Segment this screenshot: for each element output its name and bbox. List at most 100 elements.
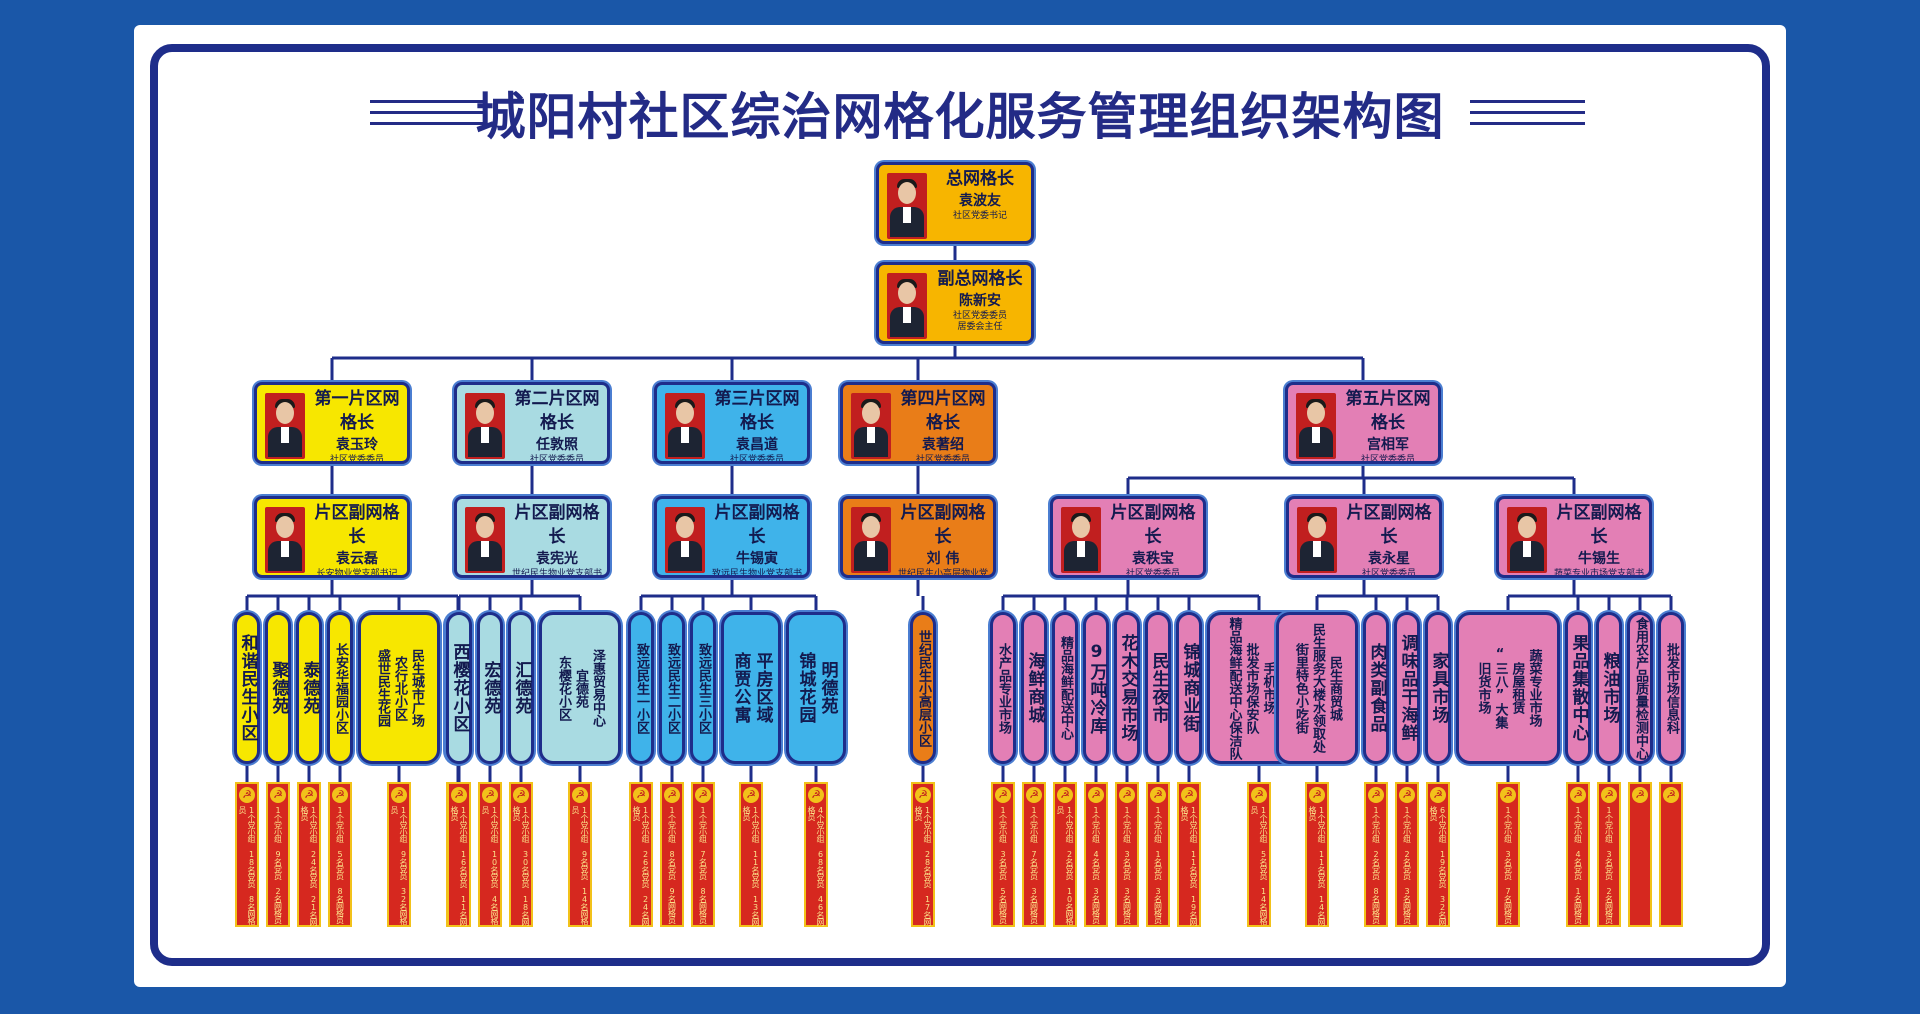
- grid-unit: 平房区域商贾公寓: [721, 612, 781, 764]
- party-group-stats: 1个党小组 5名党员 14名网格员: [1250, 806, 1268, 924]
- unit-name: 海鲜商城: [1024, 652, 1045, 724]
- party-group-stats: 4个党小组 68名党员 46名网格员: [807, 806, 825, 925]
- grid-unit: 西樱花小区: [446, 612, 472, 764]
- unit-name: 批发市场保安队: [1243, 642, 1259, 734]
- party-group-banner: ☭1个党小组 9名党员 14名网格员: [568, 782, 592, 927]
- unit-name: 旧货市场: [1475, 662, 1491, 714]
- portrait-photo: [1507, 507, 1547, 573]
- portrait-photo: [887, 173, 927, 239]
- card-text: 第二片区网格长任敦照社区党委委员: [509, 387, 605, 461]
- party-group-banner: ☭ 1个党小组 3名党员 5名网格员: [991, 782, 1015, 927]
- party-emblem-icon: ☭: [1251, 787, 1267, 803]
- role-title: 片区副网格长: [514, 503, 600, 547]
- role-title: 第二片区网格长: [514, 389, 600, 433]
- party-emblem-icon: ☭: [482, 787, 498, 803]
- unit-name: 宜德苑: [573, 668, 588, 708]
- portrait-photo: [665, 507, 705, 573]
- party-emblem-icon: ☭: [808, 787, 824, 803]
- chart-frame: [150, 44, 1770, 966]
- person-name: 牛锡生: [1578, 551, 1620, 567]
- zone-deputy-leader-card: 片区副网格长牛锡寅致远民生物业党支部书记致远民生物业管理有限公司经理: [654, 496, 810, 578]
- party-emblem-icon: ☭: [995, 787, 1011, 803]
- party-group-stats: 1个党小组 8名党员 9名网格员: [667, 806, 677, 923]
- zone-deputy-leader-card: 片区副网格长袁云磊长安物业党支部书记长安物业管理有限公司经理: [254, 496, 410, 578]
- party-group-banner: ☭1个党小组 3名党员 7名网格员: [1496, 782, 1520, 927]
- party-emblem-icon: ☭: [1663, 787, 1679, 803]
- title-bar: 城阳村社区综治网格化服务管理组织架构图: [0, 82, 1920, 152]
- position-title: 社区党委委员: [729, 455, 784, 464]
- party-group-stats: 1个党小组 2名党员 8名网格员: [1371, 806, 1381, 923]
- party-group-stats: 1个党小组 16名党员 11名网格员: [450, 806, 468, 925]
- portrait-photo: [1061, 507, 1101, 573]
- grid-unit: 锦城商业街: [1176, 612, 1202, 764]
- party-group-stats: 1个党小组 26名党员 24名网格员: [632, 806, 650, 925]
- unit-name: 汇德苑: [511, 661, 532, 715]
- grid-unit: 泽惠贸易中心宜德苑东樱花小区: [539, 612, 621, 764]
- party-group-stats: 1个党小组 2名党员 10名网格员: [1056, 806, 1074, 924]
- card-text: 第四片区网格长袁著绍社区党委委员: [895, 387, 991, 461]
- party-emblem-icon: ☭: [239, 787, 255, 803]
- party-group-banner: ☭: [1659, 782, 1683, 927]
- party-emblem-icon: ☭: [1057, 787, 1073, 803]
- role-title: 片区副网格长: [714, 503, 800, 547]
- unit-name: 致远民生三小区: [696, 642, 711, 734]
- party-group-stats: 1个党小组 7名党员 3名网格员: [1029, 806, 1039, 923]
- party-group-banner: ☭1个党小组 24名党员 21名网格员: [297, 782, 321, 927]
- person-name: 陈新安: [959, 293, 1001, 309]
- unit-name: 9万吨冷库: [1086, 641, 1107, 735]
- party-group-stats: 1个党小组 10名党员 4名网格员: [481, 806, 499, 924]
- party-emblem-icon: ☭: [270, 787, 286, 803]
- party-group-stats: 6个党小组 19名党员 32名网格员: [1429, 806, 1447, 925]
- party-group-banner: ☭1个党小组 3名党员 2名网格员: [1597, 782, 1621, 927]
- grid-unit: 精品海鲜配送中心: [1052, 612, 1078, 764]
- grid-unit: 民生商贸城民生服务大楼水领取处街里特色小吃街: [1276, 612, 1358, 764]
- party-group-banner: ☭1个党小组 3名党员 3名网格员: [1115, 782, 1139, 927]
- person-name: 袁永星: [1368, 551, 1410, 567]
- party-emblem-icon: ☭: [1150, 787, 1166, 803]
- party-group-stats: 1个党小组 3名党员 2名网格员: [1604, 806, 1614, 923]
- position-title: 社区党委委员: [1361, 569, 1416, 578]
- unit-name: 致远民生一小区: [634, 642, 649, 734]
- party-emblem-icon: ☭: [1088, 787, 1104, 803]
- person-name: 刘 伟: [926, 551, 960, 567]
- unit-name: 手机市场: [1260, 662, 1276, 714]
- party-emblem-icon: ☭: [572, 787, 588, 803]
- card-text: 片区副网格长袁云磊长安物业党支部书记长安物业管理有限公司经理: [309, 501, 405, 575]
- party-emblem-icon: ☭: [1309, 787, 1325, 803]
- grid-unit: 批发市场信息科: [1658, 612, 1684, 764]
- card-text: 片区副网格长牛锡生蔬菜专业市场党支部书记果蔬经营区域总经理: [1551, 501, 1647, 575]
- unit-name: 精品海鲜配送中心保洁队: [1226, 616, 1242, 760]
- unit-name: 水产品专业市场: [996, 642, 1011, 734]
- role-title: 片区副网格长: [1346, 503, 1432, 547]
- party-group-banner: ☭1个党小组 2名党员 3名网格员: [1395, 782, 1419, 927]
- party-emblem-icon: ☭: [695, 787, 711, 803]
- party-group-stats: 1个党小组 18名党员 8名网格员: [238, 806, 256, 924]
- grid-unit: 民生夜市: [1145, 612, 1171, 764]
- party-group-stats: 1个党小组 3名党员 5名网格员: [998, 806, 1008, 923]
- grid-unit: 家具市场: [1425, 612, 1451, 764]
- role-title: 片区副网格长: [1556, 503, 1642, 547]
- portrait-photo: [265, 507, 305, 573]
- person-name: 袁秩宝: [1132, 551, 1174, 567]
- zone-grid-leader-card: 第二片区网格长任敦照社区党委委员: [454, 382, 610, 464]
- zone-deputy-leader-card: 片区副网格长袁永星社区党委委员商贸副食品经营区域总经理: [1286, 496, 1442, 578]
- unit-name: 民生服务大楼水领取处: [1310, 623, 1325, 753]
- party-group-banner: ☭ 1个党小组 5名党员 14名网格员: [1247, 782, 1271, 927]
- zone-deputy-leader-card: 片区副网格长牛锡生蔬菜专业市场党支部书记果蔬经营区域总经理: [1496, 496, 1652, 578]
- unit-name: 东樱花小区: [556, 655, 571, 721]
- party-group-banner: ☭1个党小组 8名党员 9名网格员: [660, 782, 684, 927]
- grid-unit: 和谐民生小区: [234, 612, 260, 764]
- party-group-stats: 1个党小组 5名党员 8名网格员: [335, 806, 345, 923]
- party-emblem-icon: ☭: [915, 787, 931, 803]
- party-group-banner: ☭1个党小组 2名党员 8名网格员: [1364, 782, 1388, 927]
- grid-unit: 9万吨冷库: [1083, 612, 1109, 764]
- party-group-banner: ☭1个党小组 4名党员 3名网格员: [1084, 782, 1108, 927]
- unit-name: 和谐民生小区: [237, 634, 258, 742]
- grid-unit: 汇德苑: [508, 612, 534, 764]
- party-emblem-icon: ☭: [301, 787, 317, 803]
- party-group-stats: 1个党小组 28名党员 17名网格员: [914, 806, 932, 925]
- party-group-banner: ☭ 4个党小组 68名党员 46名网格员: [804, 782, 828, 927]
- person-name: 牛锡寅: [736, 551, 778, 567]
